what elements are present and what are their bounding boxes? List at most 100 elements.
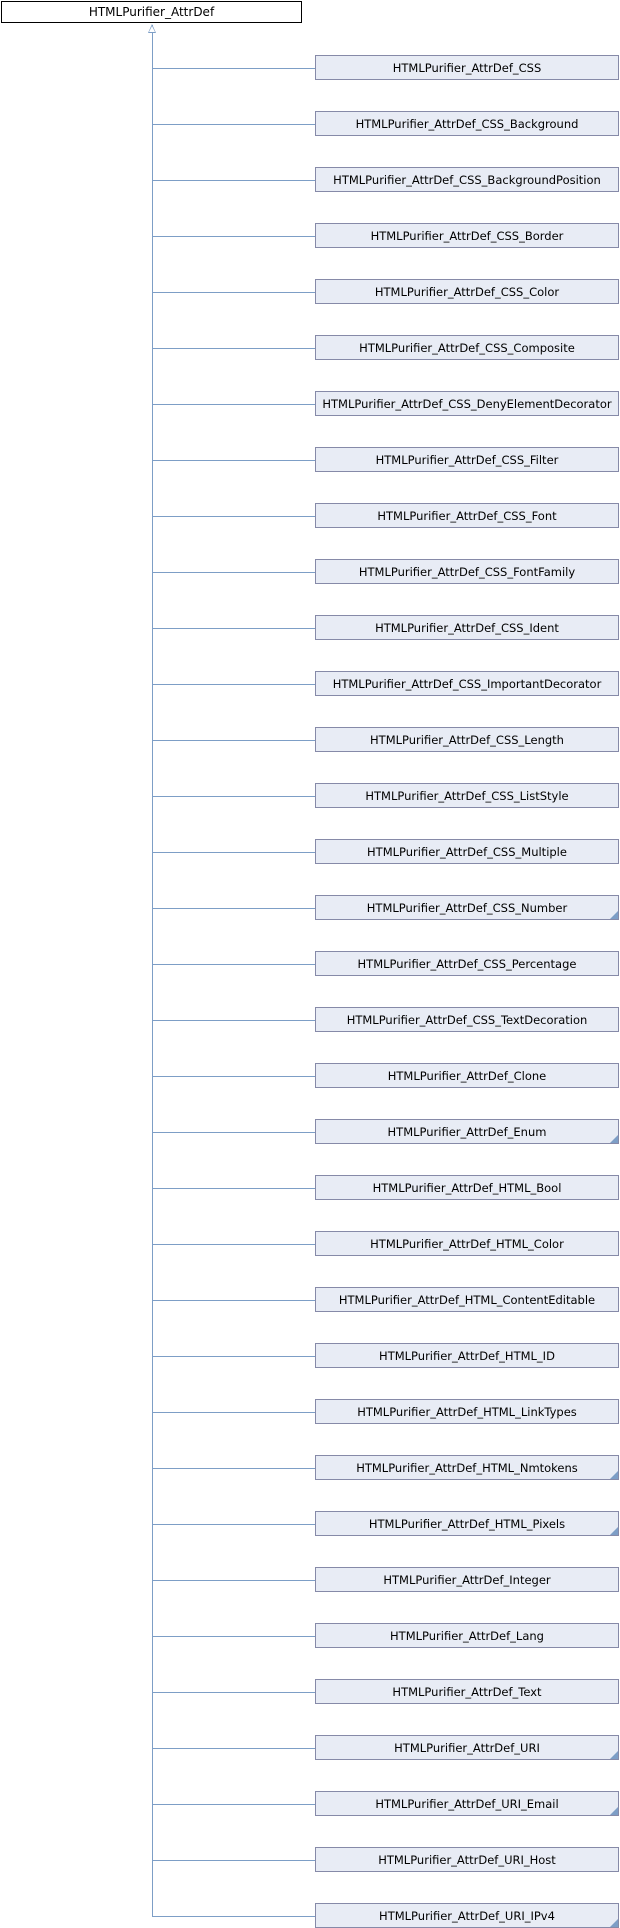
subclass-label: HTMLPurifier_AttrDef_CSS_Border (370, 228, 564, 243)
inheritance-branch-line (152, 292, 315, 293)
inheritance-branch-line (152, 1020, 315, 1021)
inheritance-branch-line (152, 852, 315, 853)
subclass-node[interactable]: HTMLPurifier_AttrDef_CSS_Background (315, 111, 619, 136)
subclass-label: HTMLPurifier_AttrDef_CSS_Percentage (357, 956, 577, 971)
subclass-node[interactable]: HTMLPurifier_AttrDef_CSS_Border (315, 223, 619, 248)
subclass-node[interactable]: HTMLPurifier_AttrDef_CSS_Percentage (315, 951, 619, 976)
inheritance-branch-line (152, 1300, 315, 1301)
subclass-node[interactable]: HTMLPurifier_AttrDef_CSS_Filter (315, 447, 619, 472)
inheritance-branch-line (152, 1580, 315, 1581)
subclass-node[interactable]: HTMLPurifier_AttrDef_CSS_Ident (315, 615, 619, 640)
subclass-label: HTMLPurifier_AttrDef_HTML_Nmtokens (356, 1460, 578, 1475)
subclass-label: HTMLPurifier_AttrDef_HTML_Color (370, 1236, 564, 1251)
subclass-node[interactable]: HTMLPurifier_AttrDef_CSS_ImportantDecora… (315, 671, 619, 696)
subclass-label: HTMLPurifier_AttrDef_Clone (387, 1068, 547, 1083)
base-class-label: HTMLPurifier_AttrDef (88, 5, 215, 19)
inheritance-branch-line (152, 684, 315, 685)
subclass-label: HTMLPurifier_AttrDef_CSS_TextDecoration (346, 1012, 588, 1027)
subclass-label: HTMLPurifier_AttrDef_CSS_ListStyle (365, 788, 569, 803)
subclass-node[interactable]: HTMLPurifier_AttrDef_CSS_Length (315, 727, 619, 752)
subclass-label: HTMLPurifier_AttrDef_URI_Email (375, 1796, 559, 1811)
subclass-label: HTMLPurifier_AttrDef_CSS_DenyElementDeco… (322, 396, 612, 411)
subclass-label: HTMLPurifier_AttrDef_CSS_Background (355, 116, 579, 131)
subclass-node[interactable]: HTMLPurifier_AttrDef_CSS_Font (315, 503, 619, 528)
subclass-node[interactable]: HTMLPurifier_AttrDef_HTML_ContentEditabl… (315, 1287, 619, 1312)
inheritance-branch-line (152, 628, 315, 629)
subclass-label: HTMLPurifier_AttrDef_CSS_FontFamily (358, 564, 576, 579)
subclass-node[interactable]: HTMLPurifier_AttrDef_CSS (315, 55, 619, 80)
inheritance-branch-line (152, 1692, 315, 1693)
subclass-label: HTMLPurifier_AttrDef_Text (392, 1684, 542, 1699)
subclass-node[interactable]: HTMLPurifier_AttrDef_URI (315, 1735, 619, 1760)
subclass-label: HTMLPurifier_AttrDef_HTML_ContentEditabl… (338, 1292, 596, 1307)
inheritance-branch-line (152, 348, 315, 349)
subclass-label: HTMLPurifier_AttrDef_HTML_ID (379, 1348, 555, 1363)
subclass-node[interactable]: HTMLPurifier_AttrDef_CSS_FontFamily (315, 559, 619, 584)
subclass-node[interactable]: HTMLPurifier_AttrDef_CSS_Multiple (315, 839, 619, 864)
subclass-label: HTMLPurifier_AttrDef_HTML_LinkTypes (357, 1404, 577, 1419)
subclass-label: HTMLPurifier_AttrDef_URI_Host (378, 1852, 556, 1867)
inheritance-branch-line (152, 1132, 315, 1133)
subclass-node[interactable]: HTMLPurifier_AttrDef_HTML_Nmtokens (315, 1455, 619, 1480)
inheritance-branch-line (152, 1524, 315, 1525)
subclass-label: HTMLPurifier_AttrDef_CSS (392, 60, 542, 75)
inheritance-branch-line (152, 1412, 315, 1413)
subclass-node[interactable]: HTMLPurifier_AttrDef_CSS_Color (315, 279, 619, 304)
inheritance-branch-line (152, 1916, 315, 1917)
inheritance-branch-line (152, 68, 315, 69)
inheritance-branch-line (152, 1356, 315, 1357)
subclass-node[interactable]: HTMLPurifier_AttrDef_CSS_TextDecoration (315, 1007, 619, 1032)
subclass-label: HTMLPurifier_AttrDef_CSS_Font (377, 508, 557, 523)
subclass-node[interactable]: HTMLPurifier_AttrDef_URI_Email (315, 1791, 619, 1816)
inheritance-branch-line (152, 124, 315, 125)
inheritance-branch-line (152, 1748, 315, 1749)
subclass-node[interactable]: HTMLPurifier_AttrDef_HTML_Bool (315, 1175, 619, 1200)
subclass-label: HTMLPurifier_AttrDef_HTML_Bool (372, 1180, 562, 1195)
subclass-node[interactable]: HTMLPurifier_AttrDef_Enum (315, 1119, 619, 1144)
inheritance-trunk-line (152, 25, 153, 1917)
subclass-node[interactable]: HTMLPurifier_AttrDef_Lang (315, 1623, 619, 1648)
subclass-node[interactable]: HTMLPurifier_AttrDef_HTML_Color (315, 1231, 619, 1256)
inheritance-branch-line (152, 1804, 315, 1805)
inheritance-branch-line (152, 236, 315, 237)
subclass-label: HTMLPurifier_AttrDef_CSS_Color (374, 284, 560, 299)
subclass-node[interactable]: HTMLPurifier_AttrDef_HTML_LinkTypes (315, 1399, 619, 1424)
subclass-node[interactable]: HTMLPurifier_AttrDef_CSS_DenyElementDeco… (315, 391, 619, 416)
inheritance-branch-line (152, 1636, 315, 1637)
subclass-node[interactable]: HTMLPurifier_AttrDef_URI_IPv4 (315, 1903, 619, 1928)
subclass-label: HTMLPurifier_AttrDef_Enum (387, 1124, 547, 1139)
subclass-label: HTMLPurifier_AttrDef_CSS_Filter (375, 452, 559, 467)
inheritance-branch-line (152, 1076, 315, 1077)
subclass-label: HTMLPurifier_AttrDef_Lang (390, 1628, 544, 1643)
base-class-node[interactable]: HTMLPurifier_AttrDef (1, 1, 302, 23)
subclass-node[interactable]: HTMLPurifier_AttrDef_HTML_ID (315, 1343, 619, 1368)
subclass-label: HTMLPurifier_AttrDef_CSS_Ident (375, 620, 559, 635)
subclass-node[interactable]: HTMLPurifier_AttrDef_CSS_BackgroundPosit… (315, 167, 619, 192)
subclass-label: HTMLPurifier_AttrDef_CSS_Number (366, 900, 568, 915)
subclass-node[interactable]: HTMLPurifier_AttrDef_Clone (315, 1063, 619, 1088)
subclass-label: HTMLPurifier_AttrDef_URI (394, 1740, 540, 1755)
subclass-label: HTMLPurifier_AttrDef_URI_IPv4 (379, 1908, 555, 1923)
subclass-label: HTMLPurifier_AttrDef_HTML_Pixels (368, 1516, 566, 1531)
inheritance-branch-line (152, 516, 315, 517)
subclass-node[interactable]: HTMLPurifier_AttrDef_Text (315, 1679, 619, 1704)
inheritance-arrow-icon (148, 24, 156, 33)
inheritance-branch-line (152, 1244, 315, 1245)
inheritance-branch-line (152, 404, 315, 405)
inheritance-branch-line (152, 1468, 315, 1469)
subclass-label: HTMLPurifier_AttrDef_CSS_BackgroundPosit… (333, 172, 601, 187)
subclass-node[interactable]: HTMLPurifier_AttrDef_CSS_ListStyle (315, 783, 619, 808)
inheritance-branch-line (152, 460, 315, 461)
subclass-label: HTMLPurifier_AttrDef_Integer (383, 1572, 551, 1587)
inheritance-branch-line (152, 908, 315, 909)
inheritance-branch-line (152, 796, 315, 797)
subclass-node[interactable]: HTMLPurifier_AttrDef_CSS_Number (315, 895, 619, 920)
subclass-label: HTMLPurifier_AttrDef_CSS_Multiple (367, 844, 567, 859)
inheritance-branch-line (152, 1860, 315, 1861)
subclass-node[interactable]: HTMLPurifier_AttrDef_Integer (315, 1567, 619, 1592)
subclass-node[interactable]: HTMLPurifier_AttrDef_URI_Host (315, 1847, 619, 1872)
subclass-node[interactable]: HTMLPurifier_AttrDef_CSS_Composite (315, 335, 619, 360)
subclass-node[interactable]: HTMLPurifier_AttrDef_HTML_Pixels (315, 1511, 619, 1536)
inheritance-branch-line (152, 1188, 315, 1189)
inheritance-branch-line (152, 180, 315, 181)
